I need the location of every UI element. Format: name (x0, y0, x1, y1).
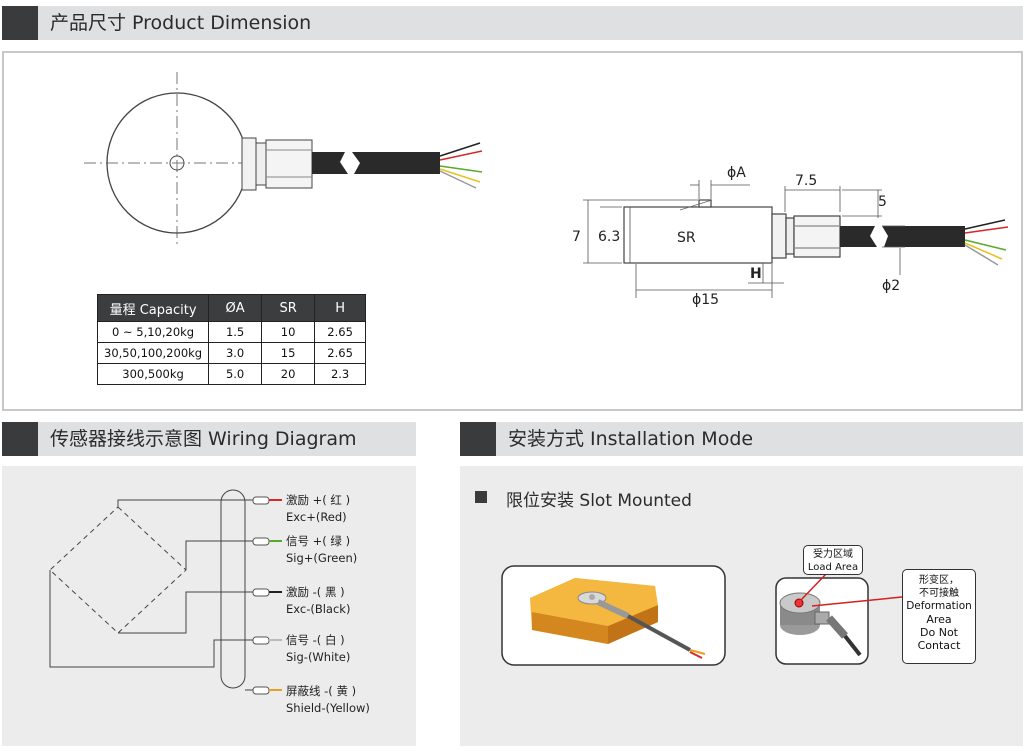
wiring-panel (2, 466, 416, 746)
dim-phi-2: ϕ2 (882, 278, 900, 294)
top-view-cable (312, 142, 483, 189)
wire-cn: 信号 +( 绿 ) (286, 534, 351, 548)
table-row: 30,50,100,200kg 3.0 15 2.65 (96, 342, 367, 364)
wire-exc-plus-label: 激励 +( 红 ) Exc+(Red) (286, 492, 350, 526)
load-area-callout: 受力区域 Load Area (803, 545, 863, 575)
wiring-section-title: 传感器接线示意图 Wiring Diagram (50, 428, 357, 450)
wire-cn: 激励 -( 黑 ) (286, 585, 345, 599)
table-cell: 1.5 (208, 321, 263, 343)
top-view-drawing (84, 72, 313, 245)
dim-5: 5 (878, 194, 887, 210)
dimension-lines (583, 180, 905, 298)
side-view-cable (840, 219, 1009, 266)
deform-en-line3: Do Not (920, 626, 958, 639)
deform-cn-line1: 形变区， (919, 575, 959, 586)
wire-cn: 信号 -( 白 ) (286, 633, 345, 647)
wire-en: Exc+(Red) (286, 510, 347, 524)
wire-cn: 屏蔽线 -( 黄 ) (286, 684, 357, 698)
dim-phi-a: ϕA (727, 165, 746, 181)
table-row: 300,500kg 5.0 20 2.3 (96, 363, 367, 385)
wire-sig-plus-label: 信号 +( 绿 ) Sig+(Green) (286, 533, 357, 567)
wire-terminals (252, 496, 282, 695)
table-row: 0 ~ 5,10,20kg 1.5 10 2.65 (96, 321, 367, 343)
header-sr: SR (261, 294, 316, 322)
table-cell: 5.0 (208, 363, 263, 385)
wire-en: Sig+(Green) (286, 551, 358, 565)
dimension-section-title: 产品尺寸 Product Dimension (50, 12, 312, 34)
dim-7-5: 7.5 (795, 173, 817, 189)
dimension-section-header: 产品尺寸 Product Dimension (2, 6, 1023, 40)
dim-phi-15: ϕ15 (692, 292, 719, 308)
installation-section-header: 安装方式 Installation Mode (460, 422, 1023, 456)
side-view-drawing (623, 199, 841, 264)
wire-en: Sig-(White) (286, 650, 351, 664)
slot-bullet-icon (475, 491, 487, 503)
deformation-callout: 形变区， 不可接触 Deformation Area Do Not Contac… (902, 569, 976, 664)
load-area-cn: 受力区域 (813, 549, 853, 560)
load-area-en: Load Area (807, 562, 859, 573)
wire-en: Shield-(Yellow) (286, 701, 370, 715)
header-mark (2, 6, 38, 40)
wire-shield-label: 屏蔽线 -( 黄 ) Shield-(Yellow) (286, 683, 370, 717)
dim-6-3: 6.3 (598, 229, 620, 245)
header-mark (460, 422, 496, 456)
deform-en-line2: Area (926, 613, 952, 626)
capacity-table-header: 量程 Capacity ØA SR H (96, 294, 367, 322)
wire-cn: 激励 +( 红 ) (286, 493, 351, 507)
header-h: H (314, 294, 367, 322)
table-cell: 300,500kg (96, 363, 210, 385)
table-cell: 2.3 (314, 363, 367, 385)
wiring-section-header: 传感器接线示意图 Wiring Diagram (2, 422, 416, 456)
table-cell: 2.65 (314, 342, 367, 364)
deform-en-line4: Contact (917, 639, 961, 652)
capacity-table: 量程 Capacity ØA SR H 0 ~ 5,10,20kg 1.5 10… (96, 294, 367, 385)
deform-en-line1: Deformation (906, 600, 972, 612)
dim-h: H (750, 266, 762, 282)
slot-mounted-label: 限位安装 Slot Mounted (506, 491, 692, 511)
wire-en: Exc-(Black) (286, 602, 351, 616)
load-cell-photo (779, 592, 862, 657)
header-mark (2, 422, 38, 456)
deform-cn-line2: 不可接触 (919, 588, 959, 599)
wire-exc-minus-label: 激励 -( 黑 ) Exc-(Black) (286, 584, 350, 618)
orange-mounting-block (530, 578, 706, 659)
wire-sig-minus-label: 信号 -( 白 ) Sig-(White) (286, 632, 350, 666)
dim-sr: SR (677, 230, 696, 246)
table-cell: 20 (261, 363, 316, 385)
dimension-drawing: ϕA 7.5 5 7 6.3 SR H ϕ15 ϕ2 (84, 72, 1009, 308)
installation-section-title: 安装方式 Installation Mode (508, 428, 754, 450)
dim-7: 7 (572, 229, 581, 245)
header-capacity: 量程 Capacity (96, 294, 210, 322)
